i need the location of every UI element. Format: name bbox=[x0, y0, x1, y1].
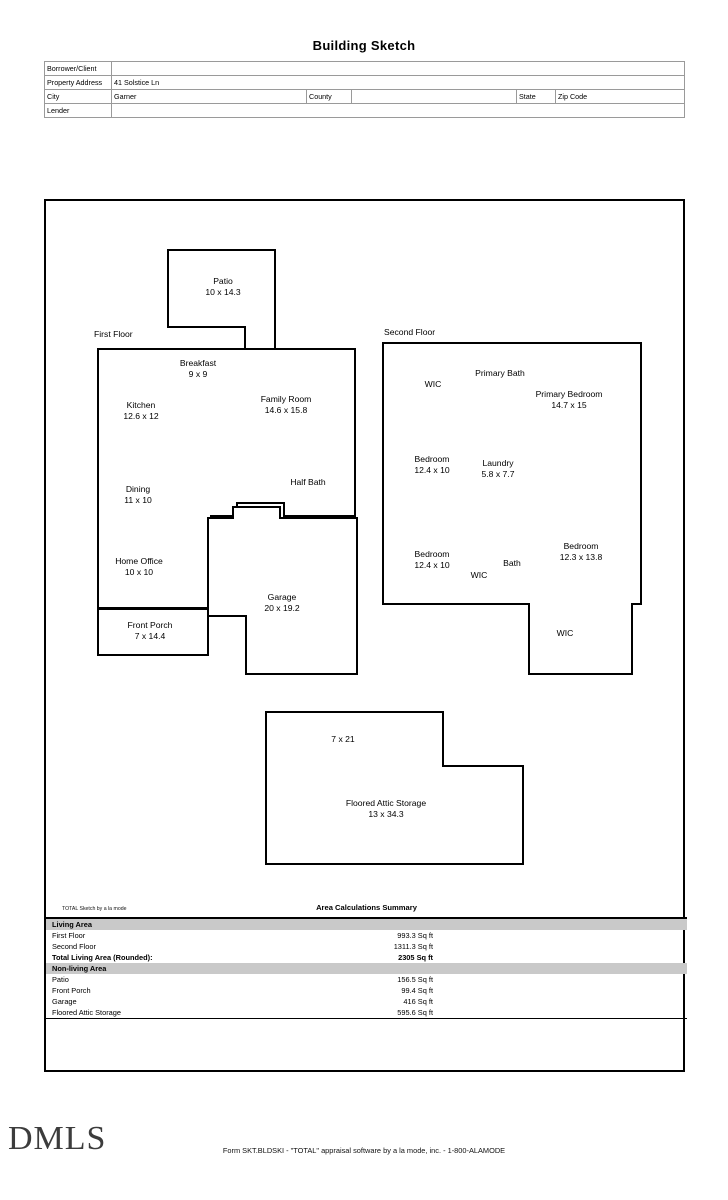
table-row-city: City Garner County State Zip Code bbox=[44, 89, 685, 104]
state-label: State bbox=[516, 89, 556, 104]
area-row-value: 156.5 Sq ft bbox=[397, 975, 433, 984]
room-label-dining: Dining 11 x 10 bbox=[124, 484, 152, 505]
room-label-home-office: Home Office 10 x 10 bbox=[115, 556, 163, 577]
property-address-label: Property Address bbox=[44, 75, 112, 90]
property-address-value[interactable]: 41 Solstice Ln bbox=[111, 75, 685, 90]
table-row-address: Property Address 41 Solstice Ln bbox=[44, 75, 685, 90]
room-label-front-porch: Front Porch 7 x 14.4 bbox=[127, 620, 173, 641]
table-row-lender: Lender bbox=[44, 103, 685, 118]
room-label-half-bath: Half Bath bbox=[290, 477, 326, 487]
front-porch-outline bbox=[97, 608, 209, 656]
area-row-note bbox=[433, 952, 687, 963]
area-calculations-title: Area Calculations Summary bbox=[316, 903, 417, 912]
area-row-value: 99.4 Sq ft bbox=[401, 986, 433, 995]
table-row: Living Area bbox=[46, 918, 687, 930]
room-label-primary-bath: Primary Bath bbox=[475, 368, 525, 378]
area-row-label: Garage bbox=[52, 997, 77, 1006]
page-title: Building Sketch bbox=[312, 38, 416, 53]
room-label-wic-2: WIC bbox=[470, 570, 488, 580]
county-value[interactable] bbox=[351, 89, 517, 104]
room-label-breakfast: Breakfast 9 x 9 bbox=[179, 358, 217, 379]
area-row-label: First Floor bbox=[52, 931, 86, 940]
form-footer-note: Form SKT.BLDSKI - "TOTAL" appraisal soft… bbox=[222, 1146, 506, 1155]
property-info-table: Borrower/Client Property Address 41 Sols… bbox=[44, 61, 685, 118]
table-row: Floored Attic Storage 595.6 Sq ft bbox=[46, 1007, 687, 1019]
room-label-family-room: Family Room 14.6 x 15.8 bbox=[260, 394, 312, 415]
area-row-note bbox=[433, 996, 687, 1007]
table-row: Total Living Area (Rounded): 2305 Sq ft bbox=[46, 952, 687, 963]
table-row: Patio 156.5 Sq ft bbox=[46, 974, 687, 985]
city-label: City bbox=[44, 89, 112, 104]
area-row-label: Living Area bbox=[46, 918, 307, 930]
area-row-label: Second Floor bbox=[52, 942, 96, 951]
area-row-note bbox=[433, 918, 687, 930]
room-label-wic-3: WIC bbox=[556, 628, 574, 638]
sketch-credit: TOTAL Sketch by a la mode bbox=[62, 906, 127, 912]
room-label-floored-attic-storage: Floored Attic Storage 13 x 34.3 bbox=[345, 798, 427, 819]
attic-storage-outline bbox=[265, 711, 525, 866]
lender-label: Lender bbox=[44, 103, 112, 118]
room-label-laundry: Laundry 5.8 x 7.7 bbox=[481, 458, 515, 479]
room-label-bedroom-2: Bedroom 12.4 x 10 bbox=[414, 549, 450, 570]
area-row-note bbox=[433, 963, 687, 974]
city-value[interactable]: Garner bbox=[111, 89, 307, 104]
county-label: County bbox=[306, 89, 352, 104]
room-label-patio: Patio 10 x 14.3 bbox=[205, 276, 241, 297]
area-row-value: 595.6 Sq ft bbox=[397, 1008, 433, 1017]
sketch-canvas: First Floor Patio 10 x 14.3 Breakfast 9 … bbox=[44, 199, 687, 1072]
room-label-garage: Garage 20 x 19.2 bbox=[264, 592, 300, 613]
area-row-value: 993.3 Sq ft bbox=[397, 931, 433, 940]
first-floor-label: First Floor bbox=[92, 329, 135, 340]
table-row: Garage 416 Sq ft bbox=[46, 996, 687, 1007]
zip-label: Zip Code bbox=[555, 89, 685, 104]
area-row-value: 1311.3 Sq ft bbox=[393, 942, 433, 951]
lender-value[interactable] bbox=[111, 103, 685, 118]
borrower-value[interactable] bbox=[111, 61, 685, 76]
area-row-note bbox=[433, 941, 687, 952]
area-row-value: 2305 Sq ft bbox=[398, 953, 433, 962]
table-row: Non-living Area bbox=[46, 963, 687, 974]
area-row-note bbox=[433, 930, 687, 941]
garage-outline bbox=[207, 506, 359, 676]
room-label-wic-1: WIC bbox=[424, 379, 442, 389]
area-row-note bbox=[433, 985, 687, 996]
room-label-bath: Bath bbox=[503, 558, 521, 568]
room-label-bedroom-1: Bedroom 12.4 x 10 bbox=[414, 454, 450, 475]
room-label-kitchen: Kitchen 12.6 x 12 bbox=[123, 400, 159, 421]
table-row-borrower: Borrower/Client bbox=[44, 61, 685, 76]
room-label-primary-bedroom: Primary Bedroom 14.7 x 15 bbox=[535, 389, 603, 410]
table-row: First Floor 993.3 Sq ft bbox=[46, 930, 687, 941]
area-row-value bbox=[307, 918, 433, 930]
room-label-bedroom-3: Bedroom 12.3 x 13.8 bbox=[559, 541, 603, 562]
area-row-label: Total Living Area (Rounded): bbox=[52, 953, 153, 962]
area-row-value: 416 Sq ft bbox=[403, 997, 433, 1006]
table-row: Front Porch 99.4 Sq ft bbox=[46, 985, 687, 996]
area-row-value bbox=[307, 963, 433, 974]
patio-outline bbox=[167, 249, 279, 354]
table-row: Second Floor 1311.3 Sq ft bbox=[46, 941, 687, 952]
borrower-label: Borrower/Client bbox=[44, 61, 112, 76]
second-floor-label: Second Floor bbox=[382, 327, 438, 338]
area-row-label: Non-living Area bbox=[46, 963, 307, 974]
area-row-note bbox=[433, 1007, 687, 1019]
area-row-note bbox=[433, 974, 687, 985]
room-label-attic-upper: 7 x 21 bbox=[331, 734, 355, 744]
dmls-logo: DMLS bbox=[8, 1120, 107, 1157]
second-floor-outline bbox=[382, 342, 644, 677]
area-row-label: Front Porch bbox=[52, 986, 91, 995]
area-row-label: Patio bbox=[52, 975, 69, 984]
area-row-label: Floored Attic Storage bbox=[52, 1008, 122, 1017]
area-calculations-table: Living Area First Floor 993.3 Sq ft Seco… bbox=[46, 917, 687, 1019]
